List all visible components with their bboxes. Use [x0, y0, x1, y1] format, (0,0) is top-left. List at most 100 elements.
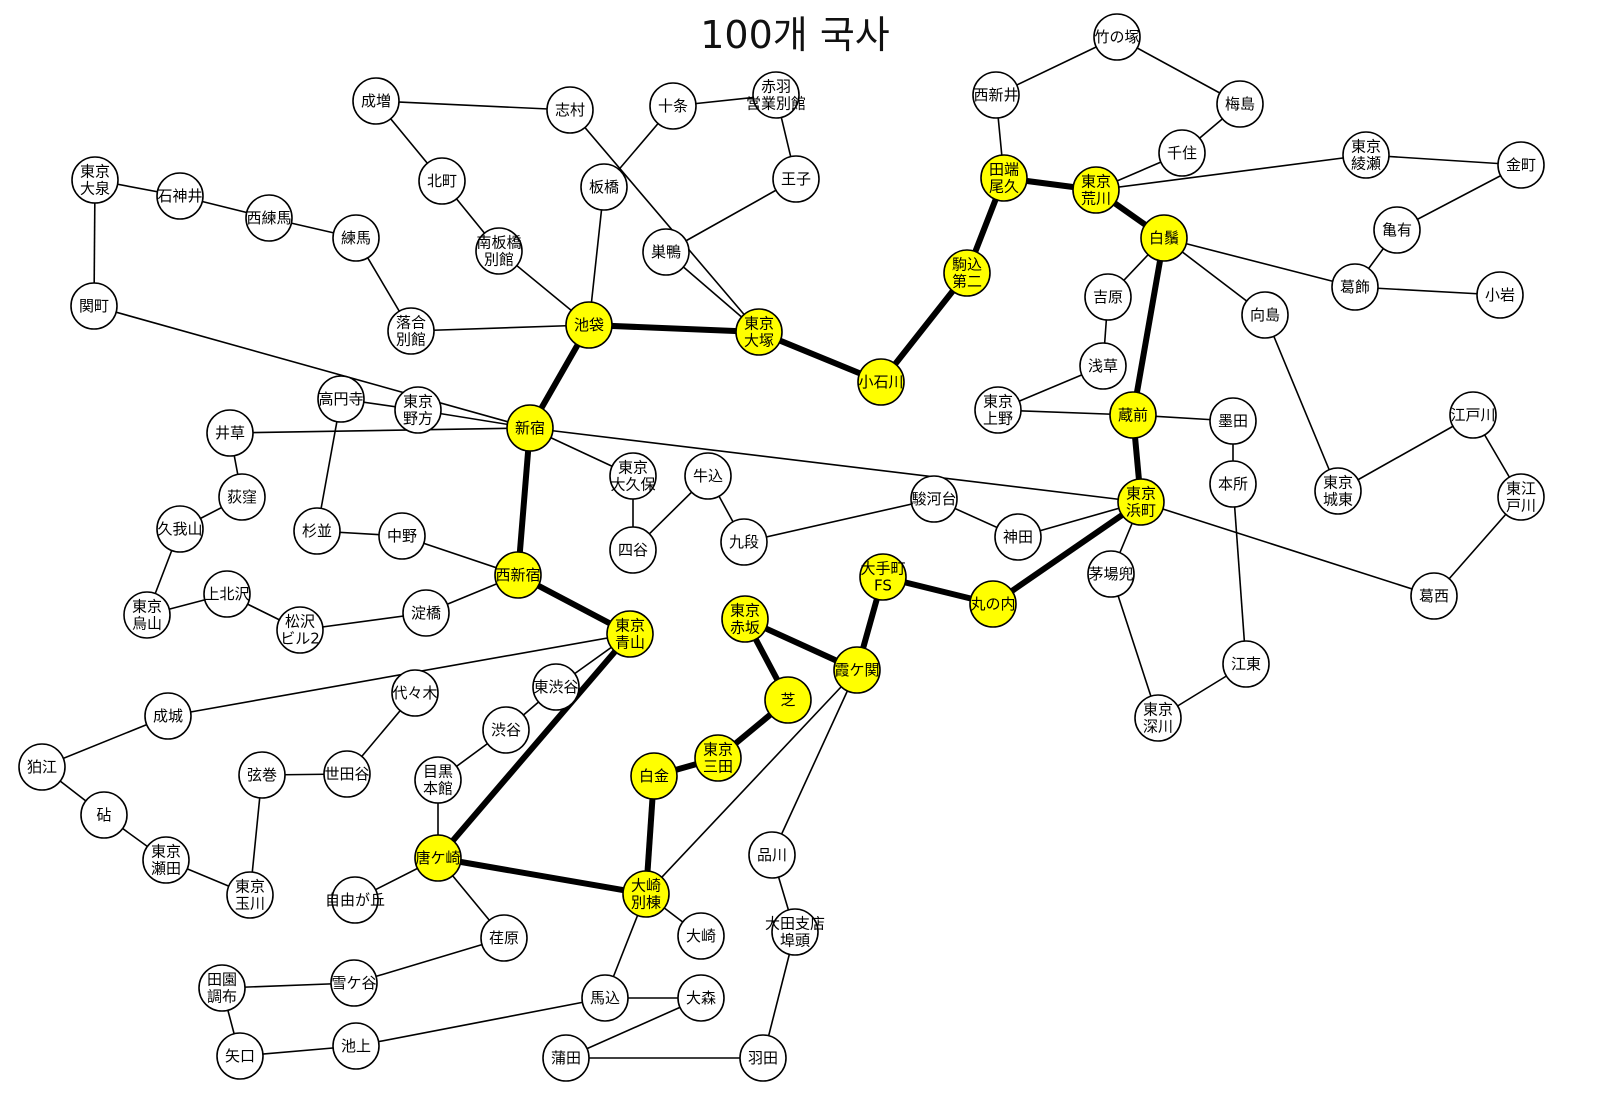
node-circle — [735, 308, 783, 356]
node-circle — [546, 86, 594, 134]
node-label: 蒲田 — [551, 1049, 581, 1067]
node-label: 芝 — [780, 691, 795, 709]
edge-katsushika-koiwa — [1354, 286, 1501, 296]
node-yoyogi: 代々木 — [391, 669, 439, 717]
node-circle — [542, 1034, 590, 1082]
edge-ikegami-magome — [355, 997, 606, 1047]
node-circle — [1241, 291, 1289, 339]
node-circle — [994, 513, 1042, 561]
node-circle — [974, 386, 1022, 434]
node-tk_tamagawa: 東京玉川 — [226, 871, 274, 919]
node-circle — [721, 595, 769, 643]
node-circle — [859, 553, 907, 601]
edge-igusa-shinjuku — [229, 427, 531, 434]
node-sekimachi: 関町 — [70, 282, 118, 330]
node-circle — [71, 156, 119, 204]
node-circle — [677, 974, 725, 1022]
node-label: 北町 — [427, 172, 457, 190]
node-seijo: 成城 — [144, 692, 192, 740]
node-circle — [1342, 131, 1390, 179]
diagram-title: 100개 국사 — [700, 13, 890, 57]
node-minamiitabashi: 南板橋別館 — [475, 227, 523, 275]
node-label: 大崎 — [686, 927, 716, 945]
node-yaguchi: 矢口 — [216, 1032, 264, 1080]
node-surugadai: 駿河台 — [910, 475, 958, 523]
node-narimasu: 成増 — [352, 77, 400, 125]
node-tk_oizumi: 東京大泉 — [71, 156, 119, 204]
node-label: 東京城東 — [1323, 473, 1353, 508]
node-circle — [1087, 550, 1135, 598]
node-label: 東京野方 — [403, 392, 433, 427]
node-label: 池上 — [341, 1037, 371, 1055]
node-yukigaya: 雪ケ谷 — [330, 959, 378, 1007]
node-label: 十条 — [658, 97, 688, 115]
node-circle — [414, 834, 462, 882]
node-circle — [1331, 263, 1379, 311]
node-kasai: 葛西 — [1410, 572, 1458, 620]
node-label: 大田支店埠頭 — [765, 914, 825, 949]
node-circle — [1079, 342, 1127, 390]
ring-edge-tk_hamacho-marunouchi — [991, 499, 1143, 607]
node-circle — [1109, 391, 1157, 439]
node-label: 浅草 — [1088, 357, 1118, 375]
node-circle — [1410, 572, 1458, 620]
node-label: 西新宿 — [495, 566, 540, 584]
node-label: 東京大泉 — [80, 162, 110, 197]
node-circle — [642, 228, 690, 276]
node-label: 竹の塚 — [1094, 28, 1139, 46]
node-circle — [378, 512, 426, 560]
node-tk_arakawa: 東京荒川 — [1072, 166, 1120, 214]
node-label: 神田 — [1003, 528, 1033, 546]
node-circle — [1373, 206, 1421, 254]
node-circle — [980, 154, 1028, 202]
node-label: 落合別館 — [396, 313, 426, 348]
edge-surugadai-kudan — [743, 498, 935, 543]
edge-mukojima-tk_joto — [1264, 314, 1339, 492]
node-label: 東京大塚 — [744, 314, 774, 349]
node-label: 弦巻 — [247, 766, 277, 784]
node-tk_joto: 東京城東 — [1314, 467, 1362, 515]
edge-osaki_bekkan-kasumigaseki — [645, 669, 858, 895]
node-circle — [323, 750, 371, 798]
node-circle — [414, 756, 462, 804]
node-tk_higashiedogawa: 東江戸川 — [1497, 473, 1545, 521]
node-ikebukuro: 池袋 — [565, 301, 613, 349]
node-label: 練馬 — [341, 229, 371, 247]
node-circle — [972, 71, 1020, 119]
node-shakujii: 石神井 — [156, 172, 204, 220]
node-circle — [910, 475, 958, 523]
node-circle — [580, 163, 628, 211]
node-circle — [684, 452, 732, 500]
node-kamikitazawa: 上北沢 — [203, 570, 251, 618]
node-circle — [198, 964, 246, 1012]
node-tsurumaki: 弦巻 — [238, 751, 286, 799]
node-label: 四谷 — [618, 541, 648, 559]
node-label: 石神井 — [157, 187, 202, 205]
node-label: 羽田 — [748, 1049, 778, 1067]
node-circle — [480, 914, 528, 962]
node-circle — [772, 155, 820, 203]
node-circle — [226, 871, 274, 919]
node-higashishibuya: 東渋谷 — [532, 663, 580, 711]
node-label: 蔵前 — [1118, 406, 1148, 424]
node-label: 葛飾 — [1340, 278, 1370, 296]
node-label: 東渋谷 — [533, 678, 578, 696]
node-label: 牛込 — [693, 467, 723, 485]
node-jiyugaoka: 自由が丘 — [325, 876, 385, 924]
node-label: 東江戸川 — [1506, 479, 1536, 514]
node-circle — [1222, 640, 1270, 688]
node-shinjuku: 新宿 — [506, 404, 554, 452]
node-senju: 千住 — [1158, 129, 1206, 177]
node-circle — [387, 307, 435, 355]
node-komagome: 駒込第二 — [943, 249, 991, 297]
node-circle — [238, 751, 286, 799]
node-circle — [80, 791, 128, 839]
node-circle — [532, 663, 580, 711]
node-circle — [475, 227, 523, 275]
node-koishikawa: 小石川 — [857, 358, 905, 406]
node-kitamachi: 北町 — [418, 157, 466, 205]
node-circle — [1209, 460, 1257, 508]
node-label: 本所 — [1218, 475, 1248, 493]
node-circle — [391, 669, 439, 717]
ring-edge-shirahige-kuramae — [1130, 237, 1167, 416]
